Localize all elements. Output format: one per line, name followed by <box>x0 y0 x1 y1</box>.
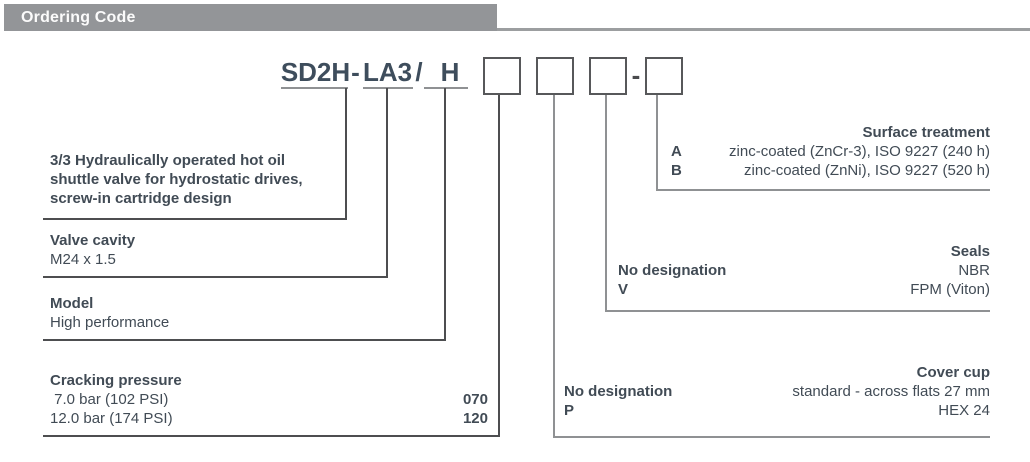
option-code: No designation <box>564 383 673 400</box>
description-line: 3/3 Hydraulically operated hot oil <box>50 152 286 169</box>
option-code: V <box>618 281 629 298</box>
code-box-cover-cup <box>536 57 574 95</box>
connector-surface-vertical <box>656 95 658 191</box>
option-label: zinc-coated (ZnCr-3), ISO 9227 (240 h) <box>729 143 990 160</box>
connector-cracking-vertical <box>498 95 500 437</box>
option-row: V FPM (Viton) <box>618 280 990 299</box>
option-code: No designation <box>618 262 727 279</box>
option-code: 120 <box>462 410 488 427</box>
option-label: 7.0 bar (102 PSI) <box>50 391 169 408</box>
header-rule <box>497 28 1030 31</box>
description-line: shuttle valve for hydrostatic drives, <box>50 171 303 188</box>
underline-cracking-pressure <box>43 435 500 437</box>
option-code: A <box>671 143 682 160</box>
section-cover-cup: Cover cup No designation standard - acro… <box>564 363 990 420</box>
option-code: P <box>564 402 575 419</box>
code-segment-base: SD2H <box>280 57 351 87</box>
code-model-underline <box>424 87 468 89</box>
section-header-title: Ordering Code <box>21 8 136 26</box>
option-code: 070 <box>462 391 488 408</box>
cover-cup-title: Cover cup <box>916 364 990 381</box>
connector-base-vertical <box>345 88 347 219</box>
option-row: B zinc-coated (ZnNi), ISO 9227 (520 h) <box>671 161 990 180</box>
underline-description <box>43 218 347 220</box>
section-header-bar: Ordering Code <box>4 4 497 31</box>
underline-seals <box>605 310 990 312</box>
option-label: NBR <box>958 262 990 279</box>
option-label: standard - across flats 27 mm <box>792 383 990 400</box>
cracking-pressure-title: Cracking pressure <box>50 372 182 389</box>
code-segment-cavity: LA3 <box>362 57 413 87</box>
model-value: High performance <box>50 314 170 331</box>
option-label: zinc-coated (ZnNi), ISO 9227 (520 h) <box>744 162 990 179</box>
valve-cavity-title: Valve cavity <box>50 232 136 249</box>
code-base-underline <box>281 87 348 89</box>
surface-treatment-title: Surface treatment <box>862 124 990 141</box>
underline-model <box>43 339 446 341</box>
code-box-cracking-pressure <box>483 57 521 95</box>
code-box-surface-treatment <box>645 57 683 95</box>
code-box-dash: - <box>631 60 641 90</box>
option-row: No designation standard - across flats 2… <box>564 382 990 401</box>
option-row: 12.0 bar (174 PSI) 120 <box>50 409 488 428</box>
seals-title: Seals <box>950 243 990 260</box>
code-separator-dash: - <box>351 57 360 87</box>
option-label: HEX 24 <box>938 402 990 419</box>
option-row: P HEX 24 <box>564 401 990 420</box>
underline-cover-cup <box>553 436 990 438</box>
option-row: No designation NBR <box>618 261 990 280</box>
option-row: 7.0 bar (102 PSI) 070 <box>50 390 488 409</box>
section-seals: Seals No designation NBR V FPM (Viton) <box>618 242 990 299</box>
option-label: 12.0 bar (174 PSI) <box>50 410 173 427</box>
underline-valve-cavity <box>43 276 388 278</box>
code-box-seals <box>589 57 627 95</box>
section-valve-cavity: Valve cavity M24 x 1.5 <box>50 231 380 269</box>
section-description: 3/3 Hydraulically operated hot oil shutt… <box>50 151 380 208</box>
description-line: screw-in cartridge design <box>50 190 232 207</box>
code-segment-model: H <box>440 57 460 87</box>
option-label: FPM (Viton) <box>910 281 990 298</box>
connector-seals-vertical <box>605 95 607 312</box>
code-cavity-underline <box>363 87 413 89</box>
section-model: Model High performance <box>50 294 380 332</box>
option-row: A zinc-coated (ZnCr-3), ISO 9227 (240 h) <box>671 142 990 161</box>
valve-cavity-value: M24 x 1.5 <box>50 251 116 268</box>
connector-model-vertical <box>444 88 446 341</box>
section-surface-treatment: Surface treatment A zinc-coated (ZnCr-3)… <box>671 123 990 180</box>
connector-cavity-vertical <box>386 88 388 278</box>
model-title: Model <box>50 295 94 312</box>
option-code: B <box>671 162 682 179</box>
section-cracking-pressure: Cracking pressure 7.0 bar (102 PSI) 070 … <box>50 371 488 428</box>
connector-cover-cup-vertical <box>553 95 555 438</box>
code-separator-slash: / <box>415 57 423 87</box>
underline-surface-treatment <box>656 189 990 191</box>
